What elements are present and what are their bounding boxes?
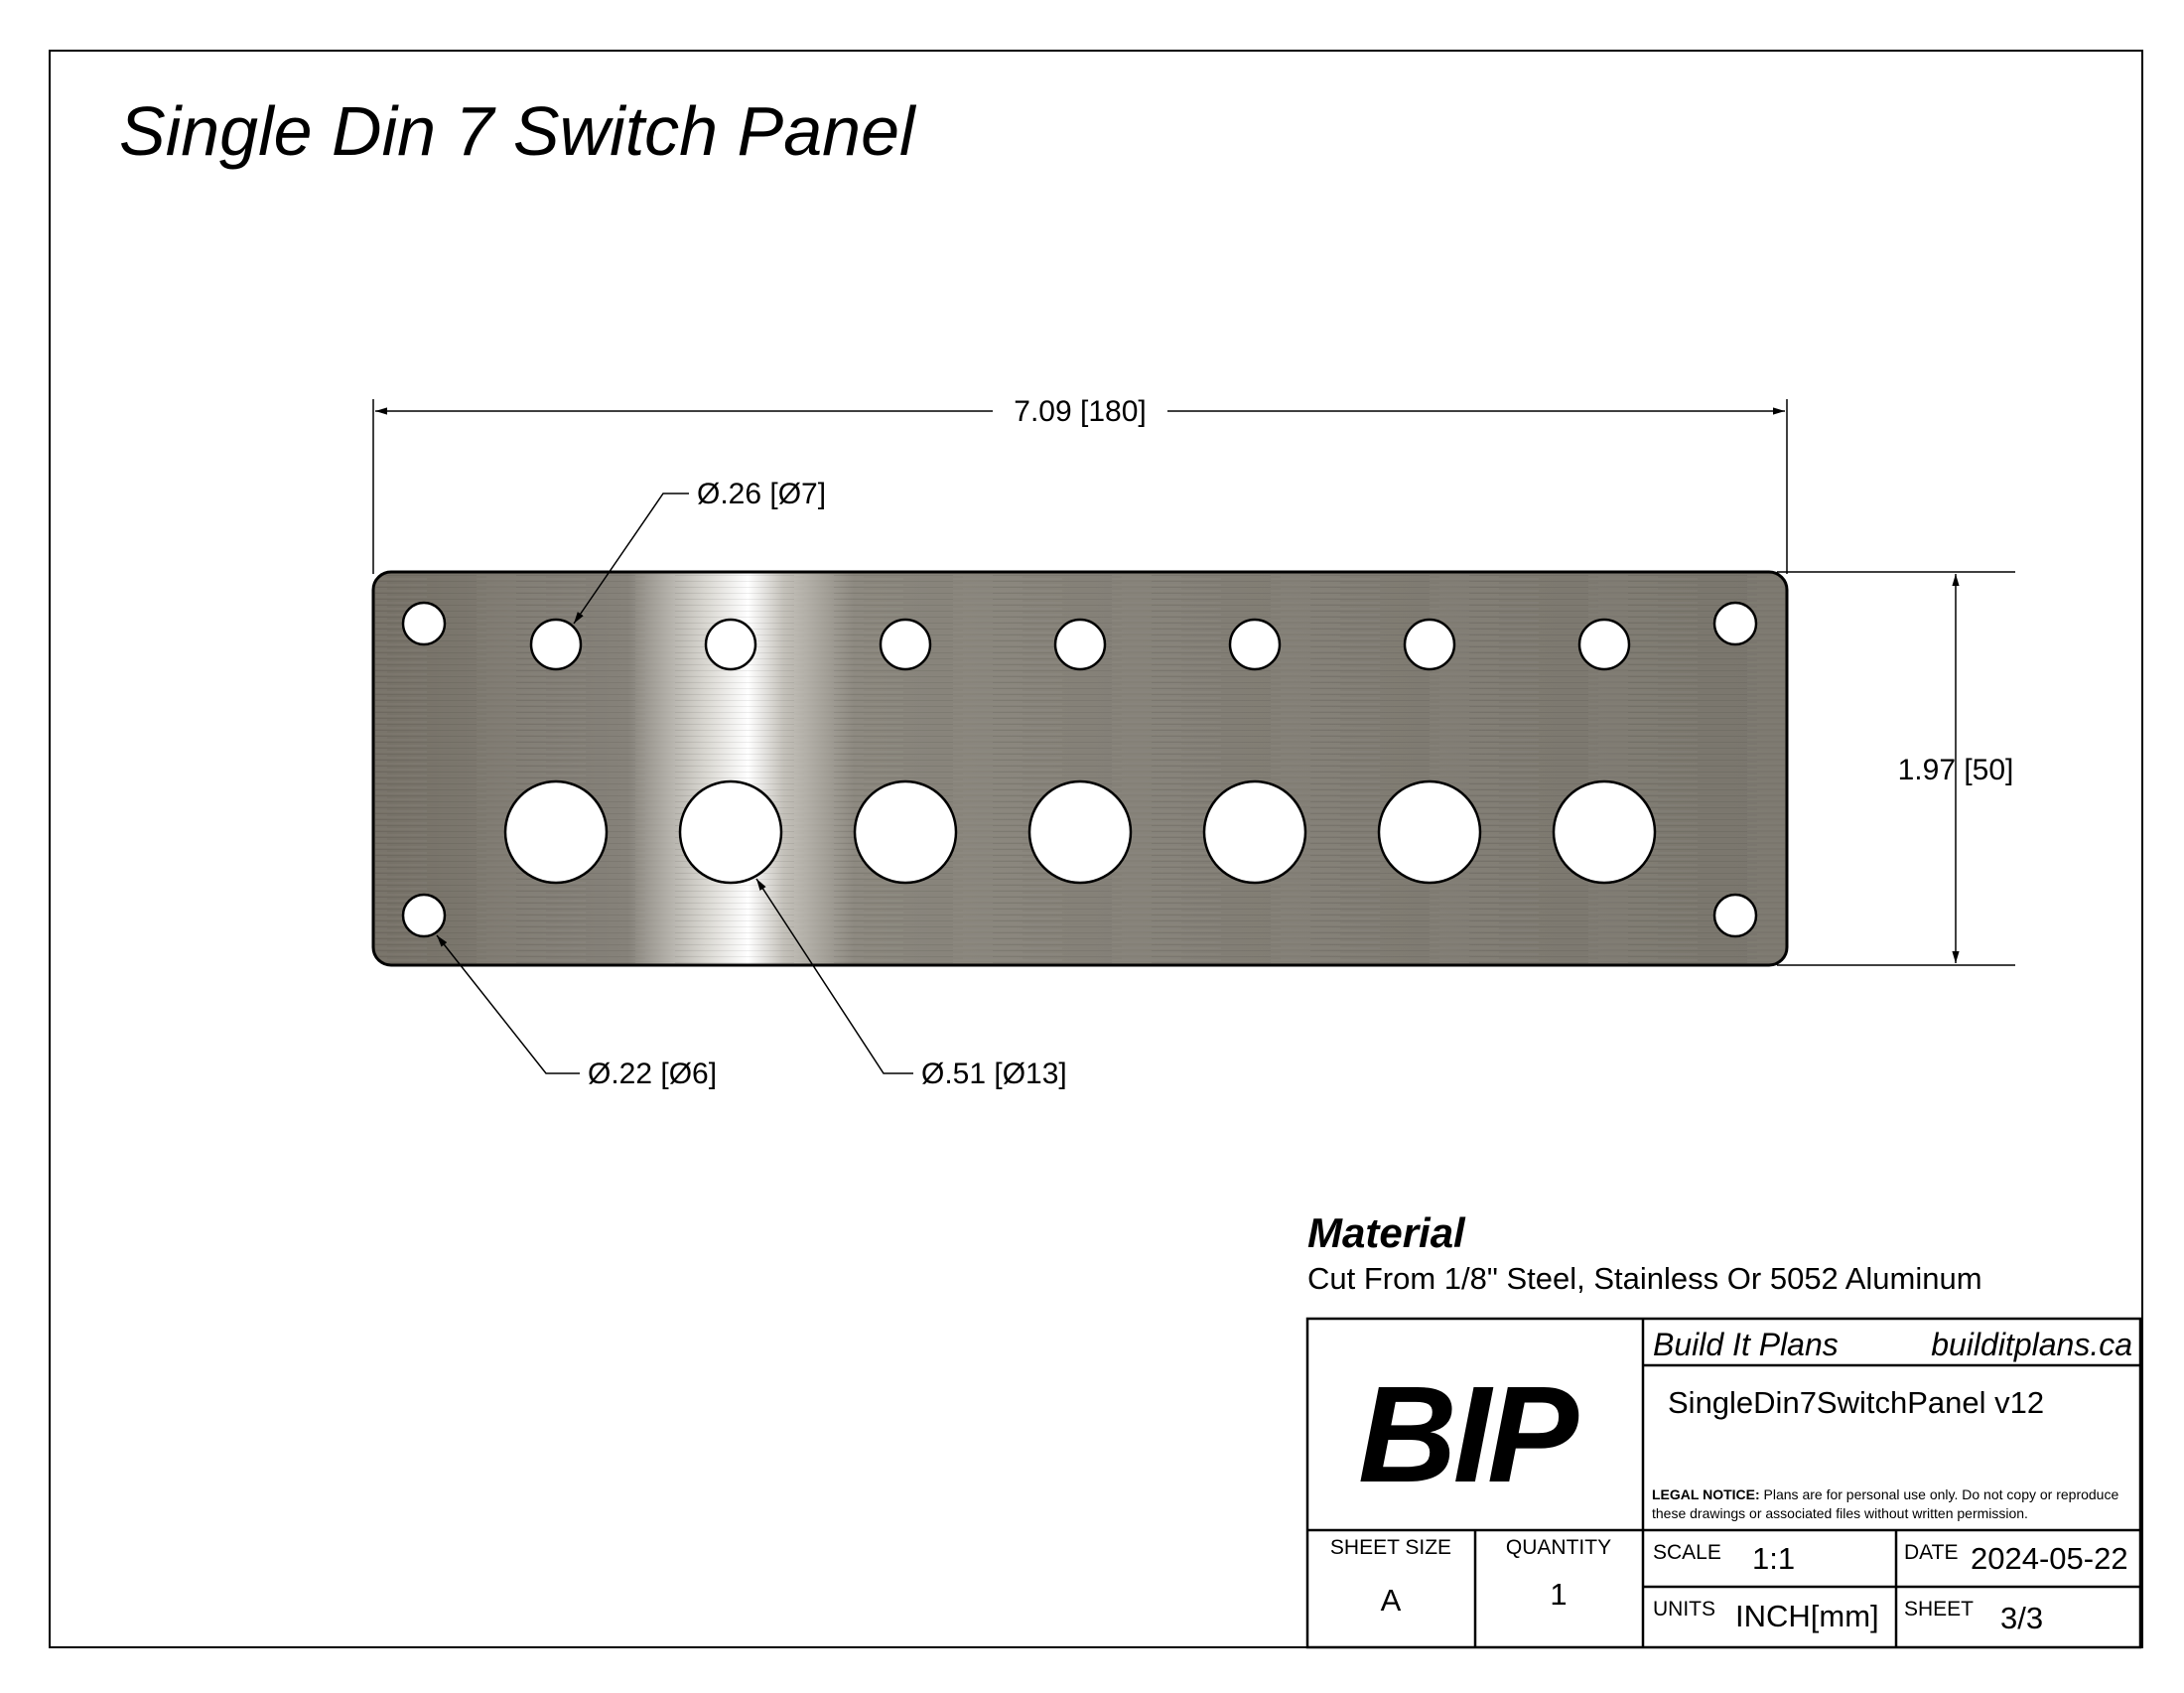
mount-hole — [401, 601, 447, 646]
switch-hole-callout: Ø.51 [Ø13] — [755, 878, 1067, 1090]
switch-hole — [1377, 779, 1482, 885]
quantity-label: QUANTITY — [1506, 1536, 1611, 1559]
units-value: INCH[mm] — [1735, 1599, 1879, 1633]
legal-notice-text: Plans are for personal use only. Do not … — [1652, 1486, 2119, 1521]
small-hole-callout-text: Ø.26 [Ø7] — [697, 478, 826, 510]
width-dimension-text: 7.09 [180] — [1014, 395, 1146, 428]
scale-value: 1:1 — [1752, 1541, 1795, 1576]
switch-hole-leader — [755, 878, 913, 1074]
sheet-value: 3/3 — [2000, 1601, 2043, 1635]
bip-logo: BIP — [1358, 1358, 1578, 1511]
quantity-value: 1 — [1550, 1577, 1567, 1612]
date-label: DATE — [1904, 1541, 1958, 1564]
sheet-size-value: A — [1381, 1583, 1402, 1618]
part-name: SingleDin7SwitchPanel v12 — [1668, 1385, 2045, 1420]
height-dimension: 1.97 [50] — [1777, 571, 2015, 966]
units-label: UNITS — [1653, 1598, 1715, 1621]
mount-hole — [1712, 893, 1758, 938]
mount-hole-callout: Ø.22 [Ø6] — [436, 934, 717, 1090]
small-hole — [1053, 618, 1107, 671]
small-hole — [529, 618, 583, 671]
sheet-border — [49, 50, 2143, 1648]
switch-hole — [1552, 779, 1657, 885]
material-heading: Material — [1307, 1209, 1465, 1256]
legal-notice-label: LEGAL NOTICE: — [1652, 1486, 1760, 1502]
small-hole — [1403, 618, 1456, 671]
height-dimension-text: 1.97 [50] — [1898, 754, 2014, 786]
small-hole-callout: Ø.26 [Ø7] — [573, 478, 826, 625]
small-hole — [1228, 618, 1282, 671]
small-hole — [704, 618, 757, 671]
mount-hole-leader — [436, 934, 580, 1074]
switch-hole — [853, 779, 958, 885]
drawing-title: Single Din 7 Switch Panel — [119, 92, 915, 170]
small-hole — [1577, 618, 1631, 671]
switch-panel-plate — [371, 570, 1789, 967]
small-hole — [879, 618, 932, 671]
scale-label: SCALE — [1653, 1541, 1721, 1564]
mount-hole — [401, 893, 447, 938]
company-website: builditplans.ca — [1931, 1327, 2132, 1362]
title-block-frame — [1305, 1317, 2142, 1649]
material-description: Cut From 1/8" Steel, Stainless Or 5052 A… — [1307, 1261, 1982, 1296]
mount-hole — [1712, 601, 1758, 646]
switch-hole — [1027, 779, 1133, 885]
mount-hole-callout-text: Ø.22 [Ø6] — [588, 1058, 717, 1090]
sheet-label: SHEET — [1904, 1598, 1974, 1621]
legal-notice: LEGAL NOTICE: Plans are for personal use… — [1652, 1485, 2148, 1523]
switch-hole — [503, 779, 609, 885]
switch-hole-callout-text: Ø.51 [Ø13] — [921, 1058, 1067, 1090]
small-hole-leader — [573, 493, 689, 625]
width-dimension: 7.09 [180] — [372, 395, 1788, 574]
switch-hole — [1202, 779, 1307, 885]
title-block-outline — [1305, 1317, 2142, 1649]
date-value: 2024-05-22 — [1971, 1541, 2128, 1576]
switch-hole — [678, 779, 783, 885]
panel-holes — [401, 601, 1758, 938]
company-name: Build It Plans — [1653, 1327, 1839, 1362]
sheet-size-label: SHEET SIZE — [1330, 1536, 1451, 1559]
